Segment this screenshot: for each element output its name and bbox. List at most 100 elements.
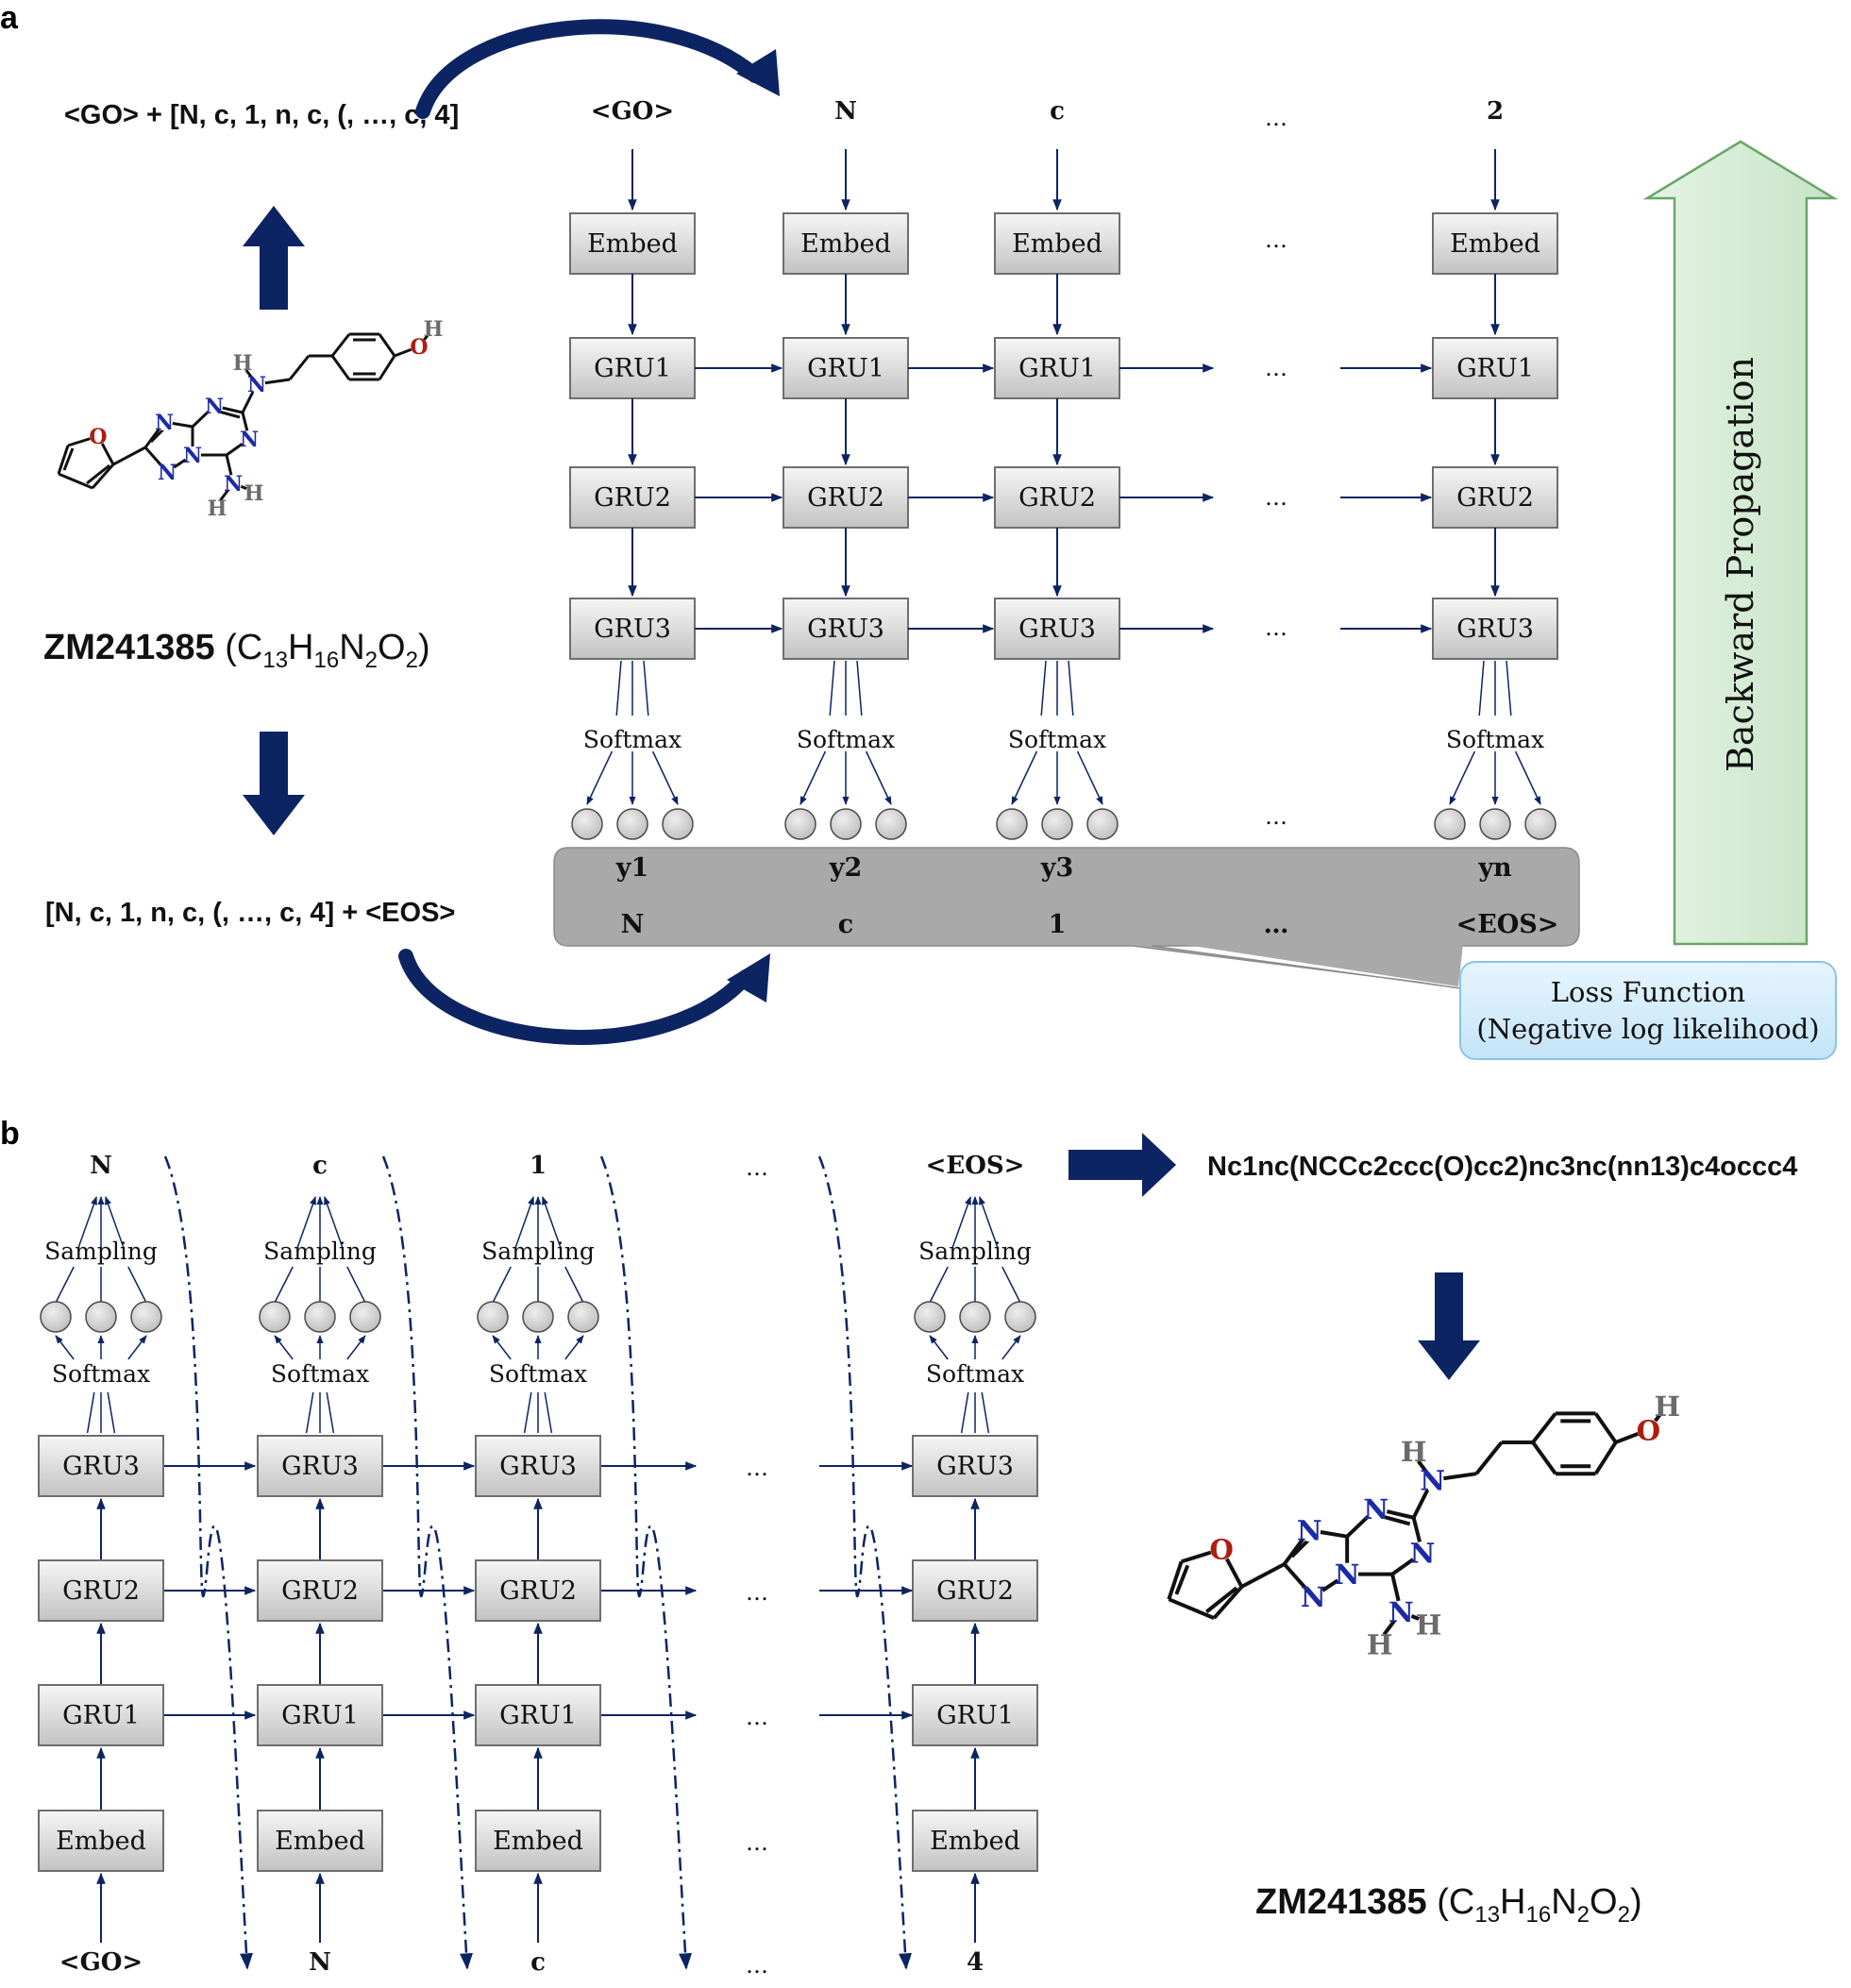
sampling-arrow — [514, 1196, 534, 1249]
gru3-box — [257, 1435, 383, 1497]
sampling-line — [1001, 1266, 1021, 1304]
formula-part: (C — [225, 628, 262, 667]
molecule-name: ZM241385 — [43, 628, 215, 667]
atom-background — [1210, 1538, 1234, 1560]
loss-function-box — [1459, 961, 1837, 1060]
sampling-label: Sampling — [44, 1238, 158, 1265]
input-token: c — [1050, 97, 1065, 126]
gru3-label: GRU3 — [281, 1452, 359, 1481]
ellipsis: … — [1265, 105, 1287, 131]
output-node — [830, 808, 862, 840]
softmax-arrow — [492, 1335, 512, 1360]
target-token: c — [838, 910, 853, 939]
output-node — [349, 1301, 381, 1333]
thick-arrow-up-icon — [243, 206, 305, 310]
output-node — [1041, 808, 1073, 840]
network-training: <GO>EmbedGRU1GRU2GRU3SoftmaxNEmbedGRU1GR… — [569, 97, 1559, 939]
gru1-box — [475, 1684, 601, 1746]
atom-symbol: N — [1363, 1493, 1388, 1525]
output-node — [477, 1301, 509, 1333]
embed-label: Embed — [587, 229, 678, 259]
formula-part: O — [1590, 1882, 1618, 1922]
output-node — [784, 808, 816, 840]
curved-arrow-icon — [398, 949, 753, 1045]
target-token: N — [621, 910, 645, 939]
sampling-line — [55, 1266, 75, 1304]
softmax-arrow — [651, 750, 679, 805]
output-node — [304, 1301, 336, 1333]
sampling-arrow — [77, 1196, 97, 1249]
output-node — [1004, 1301, 1036, 1333]
embed-box — [38, 1810, 164, 1872]
ellipsis: … — [1265, 484, 1287, 511]
formula-part: H — [288, 628, 313, 667]
atom-symbol: N — [158, 461, 177, 485]
atom-background — [156, 413, 173, 430]
gru2-box — [569, 466, 696, 529]
sampling-arrow — [296, 1196, 316, 1249]
output-node — [616, 808, 648, 840]
panel-b-label: b — [0, 1116, 20, 1152]
gru1-label: GRU1 — [499, 1701, 577, 1730]
embed-box — [782, 212, 909, 275]
gru3-box — [475, 1435, 601, 1497]
sampling-line — [564, 1266, 584, 1304]
softmax-line — [829, 660, 835, 716]
target-token: … — [1264, 910, 1289, 939]
gru2-box — [994, 466, 1120, 529]
atom-symbol: N — [1301, 1581, 1326, 1613]
target-token: <EOS> — [1456, 910, 1559, 939]
formula-part: N — [1551, 1882, 1576, 1922]
atom-background — [1410, 1542, 1434, 1564]
molecule-formula-a: ZM241385 (C13H16N2O2) — [43, 628, 430, 673]
sampling-arrow — [951, 1196, 971, 1249]
chemical-bond — [1531, 1412, 1557, 1444]
callout-tail — [1180, 944, 1463, 986]
panel-b: b NSamplingSoftmaxGRU3GRU2GRU1Embed<GO>c… — [0, 1116, 1797, 1979]
chemical-bond — [1212, 1585, 1243, 1620]
input-token: <GO> — [591, 97, 674, 126]
atom-symbol: N — [247, 373, 266, 397]
softmax-line — [960, 1391, 969, 1434]
gru1-box — [782, 337, 909, 399]
sampled-token: 1 — [530, 1152, 547, 1180]
chemical-bond — [57, 445, 70, 475]
softmax-arrow — [564, 1335, 584, 1360]
sampling-line — [492, 1266, 512, 1304]
curved-arrow-icon — [415, 19, 763, 119]
atom-symbol: O — [1209, 1534, 1233, 1566]
atom-symbol: O — [1637, 1414, 1660, 1446]
gru3-label: GRU3 — [499, 1452, 577, 1481]
softmax-arrow — [1514, 750, 1541, 805]
atom-background — [225, 475, 242, 492]
atom-background — [241, 430, 258, 447]
atom-symbol: N — [1335, 1558, 1360, 1591]
output-node — [1479, 808, 1511, 840]
input-token: <GO> — [59, 1948, 143, 1977]
sampling-arrow — [105, 1196, 125, 1249]
gru1-box — [569, 337, 696, 399]
output-node — [1086, 808, 1119, 840]
atom-symbol: N — [1410, 1538, 1436, 1570]
gru1-label: GRU1 — [936, 1701, 1014, 1730]
formula-part: O — [378, 628, 406, 667]
output-label: y3 — [1040, 853, 1073, 883]
gru2-label: GRU2 — [62, 1576, 140, 1606]
atom-symbol: H — [1367, 1629, 1393, 1661]
input-token: 2 — [1487, 97, 1504, 126]
gru1-box — [257, 1684, 383, 1746]
chemical-bond — [1593, 1440, 1618, 1475]
softmax-line — [643, 660, 649, 716]
chemical-bond — [1593, 1412, 1618, 1444]
formula-part: H — [1500, 1882, 1525, 1922]
gru2-box — [257, 1559, 383, 1622]
gru2-label: GRU2 — [936, 1576, 1014, 1606]
chemical-bond — [62, 447, 75, 471]
gru2-label: GRU2 — [807, 483, 884, 513]
atom-background — [1364, 1497, 1388, 1521]
sampling-line — [929, 1266, 949, 1304]
input-token: N — [309, 1948, 331, 1977]
softmax-arrow — [55, 1335, 75, 1360]
sampling-label: Sampling — [263, 1238, 377, 1265]
molecule-name: ZM241385 — [1255, 1882, 1427, 1922]
